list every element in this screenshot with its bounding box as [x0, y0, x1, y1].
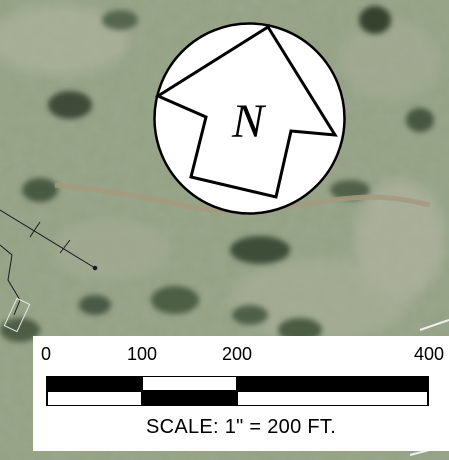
scale-segment: [46, 390, 143, 406]
scale-segment: [236, 390, 429, 406]
north-arrow-letter: N: [231, 95, 267, 148]
light-patches: [0, 5, 445, 340]
scale-caption: SCALE: 1" = 200 FT.: [145, 416, 337, 438]
scale-tick-label: 400: [413, 344, 445, 364]
scale-tick-label: 100: [126, 344, 158, 364]
scale-segment: [141, 376, 238, 392]
scale-segment: [237, 376, 429, 391]
scale-bar-panel: 0 100 200 400 SCALE: 1" = 200 FT.: [33, 336, 449, 451]
north-arrow: N: [153, 22, 346, 215]
scale-segment: [46, 376, 142, 391]
scale-tick-label: 200: [221, 344, 253, 364]
north-arrow-shape: [154, 24, 338, 199]
scale-bar-graphic: [46, 376, 429, 406]
scale-tick-label: 0: [40, 344, 52, 364]
scale-segment: [142, 391, 237, 406]
vegetation-clusters: [0, 6, 434, 342]
